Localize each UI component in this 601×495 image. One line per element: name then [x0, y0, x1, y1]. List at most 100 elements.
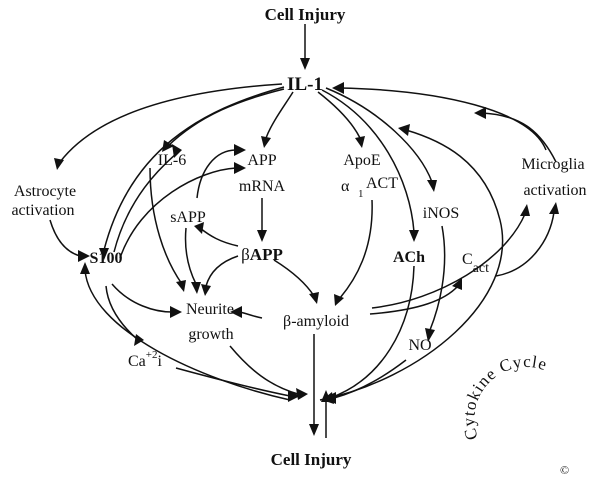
arrowhead: [549, 202, 559, 214]
node-il1: IL-1: [287, 74, 323, 95]
node-astrocyte-line2: activation: [11, 202, 74, 219]
edge-inos-no: [429, 225, 446, 331]
edge-bapp-sapp: [199, 227, 239, 247]
arrowhead: [191, 282, 201, 294]
arrowhead: [162, 140, 174, 152]
edge-sapp-app: [196, 149, 237, 199]
edge-il1-app: [265, 91, 294, 139]
node-alpha: α: [341, 178, 350, 195]
edge-s100-app: [119, 167, 237, 259]
edge-ca-cellinjury: [175, 367, 291, 397]
edge-il1-inos: [325, 87, 433, 183]
arrowhead: [300, 58, 310, 70]
edge-il1-il6: [167, 88, 285, 147]
node-ca: Ca+2i: [128, 349, 163, 370]
node-il6: IL-6: [158, 152, 186, 169]
node-bapp-prefix: β: [241, 245, 250, 264]
edge-astrocyte-s100: [49, 219, 81, 257]
logo-text-path: Cytokine Cycle: [459, 352, 549, 442]
edge-microglia-il1: [339, 87, 547, 151]
arrowhead: [134, 334, 144, 346]
nodes: Cell Injury IL-1 IL-6 Astrocyte activati…: [11, 5, 586, 469]
arrowhead: [321, 390, 331, 402]
arrowhead: [332, 82, 344, 94]
edge-il1-apoe: [317, 91, 361, 139]
arrowhead: [172, 144, 182, 158]
node-ca-sub: i: [158, 353, 163, 370]
node-no: NO: [408, 337, 431, 354]
arrowhead: [170, 306, 182, 318]
arrowhead: [176, 280, 186, 292]
node-beta-amyloid: β-amyloid: [283, 313, 349, 330]
node-cact-sub: act: [473, 261, 489, 276]
node-act: ACT: [366, 175, 398, 192]
node-app-line1: APP: [247, 152, 276, 169]
node-bapp-main: APP: [250, 245, 283, 264]
arrowhead: [234, 162, 246, 174]
node-sapp: sAPP: [170, 209, 206, 226]
arrowhead: [230, 306, 242, 318]
edge-microglia-il1-outer: [481, 112, 557, 163]
node-astrocyte-line1: Astrocyte: [14, 183, 76, 200]
node-apoe: ApoE: [343, 152, 380, 169]
arrowhead: [425, 328, 435, 342]
node-app-line2: mRNA: [239, 178, 286, 195]
node-microglia-line2: activation: [523, 182, 586, 199]
arrowhead: [194, 222, 204, 234]
node-ca-main: Ca: [128, 353, 146, 370]
edge-s100-neurite: [111, 283, 173, 313]
arrowhead: [398, 124, 410, 136]
node-ca-sup: +2: [146, 349, 158, 361]
arrowhead: [201, 284, 211, 296]
arrowhead: [309, 424, 319, 436]
arrowhead: [288, 390, 300, 402]
arrowhead: [80, 262, 90, 274]
arrowhead: [99, 248, 109, 260]
arrowhead: [324, 392, 336, 404]
arrowhead: [334, 294, 344, 306]
edge-sapp-neurite: [184, 227, 197, 285]
edge-betaamyloid-neurite: [239, 311, 263, 319]
arrowhead: [234, 144, 246, 156]
logo-text: Cytokine Cycle: [459, 352, 550, 442]
edge-bapp-betaamyloid: [273, 259, 315, 297]
arrowhead: [78, 250, 90, 262]
edge-cact-microglia: [495, 211, 555, 277]
node-cact: Cact: [462, 251, 489, 276]
node-microglia-line1: Microglia: [521, 156, 584, 173]
arrowhead: [54, 158, 64, 170]
edge-loop-right: [319, 129, 504, 401]
arrowhead: [452, 278, 462, 290]
edge-il6-neurite: [149, 167, 183, 285]
node-ach: ACh: [393, 249, 425, 266]
arrowhead: [257, 230, 267, 242]
arrowhead: [409, 230, 419, 242]
arrowhead: [427, 180, 437, 192]
logo-copyright-mark: ©: [560, 463, 569, 477]
edge-betaamyloid-microglia: [371, 213, 526, 309]
cytokine-cycle-logo: Cytokine Cycle ©: [459, 352, 569, 477]
node-bapp: βAPP: [241, 245, 283, 264]
node-inos: iNOS: [423, 205, 459, 222]
edge-ach-cellinjury: [329, 265, 415, 399]
arrowheads: [54, 58, 559, 436]
node-cell-injury-bottom: Cell Injury: [271, 450, 352, 469]
arrowhead: [296, 388, 308, 400]
edge-il1-astrocyte: [59, 83, 283, 163]
arrowhead: [355, 136, 365, 148]
node-neurite-line1: Neurite: [186, 301, 234, 318]
arrowhead: [474, 107, 486, 119]
node-cell-injury-top: Cell Injury: [265, 5, 346, 24]
arrowhead: [309, 292, 319, 304]
edge-il1-s100: [103, 86, 285, 251]
node-cact-main: C: [462, 251, 473, 268]
node-neurite-line2: growth: [188, 326, 233, 343]
edge-no-cellinjury: [333, 359, 407, 399]
arrowhead: [520, 204, 530, 216]
node-act-sub: 1: [358, 188, 364, 200]
edge-betaamyloid-cact: [369, 285, 459, 315]
edge-bapp-neurite: [205, 255, 239, 287]
edge-act-betaamyloid: [339, 199, 373, 299]
node-s100: S100: [90, 250, 123, 267]
